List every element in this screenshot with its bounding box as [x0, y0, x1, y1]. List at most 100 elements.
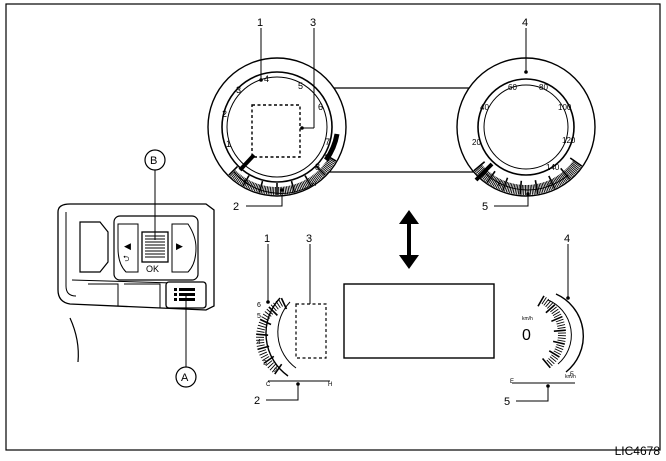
gauge-tick [556, 344, 565, 348]
gauge-tick [569, 164, 578, 172]
gauge-tick [232, 172, 239, 179]
gauge-tick [263, 355, 275, 364]
gauge-tick [558, 174, 565, 184]
small-tach-5: 5 [257, 313, 261, 320]
gauge-tick [473, 161, 486, 172]
gauge-tick [483, 172, 491, 181]
gauge-tick [546, 359, 553, 367]
gauge-tick [537, 295, 545, 307]
gauge-tick [551, 308, 559, 315]
gauge-tick [548, 180, 554, 190]
gauge-tick [265, 360, 273, 367]
gauge-tick [543, 298, 550, 306]
gauge-tick [567, 166, 576, 175]
speed-number-40: 40 [480, 103, 489, 112]
gauge-tick [256, 341, 265, 344]
callout-B: B [150, 155, 157, 167]
gauge-tick [545, 181, 551, 191]
gauge-tick [242, 175, 250, 187]
callout-1-top: 1 [257, 17, 263, 29]
gauge-tick [256, 344, 265, 347]
speed-number-140: 140 [546, 163, 560, 172]
gauge-tick [258, 321, 267, 326]
gauge-tick [557, 326, 566, 330]
gauge-tick [557, 337, 566, 340]
gauge-tick [543, 182, 547, 192]
small-tach-4: 4 [257, 339, 261, 346]
gauge-tick [300, 181, 306, 190]
small-tach-2: 2 [274, 368, 278, 374]
gauge-tick [253, 183, 258, 192]
gauge-tick [257, 327, 266, 331]
gauge-tick [267, 186, 270, 195]
gauge-tick [295, 183, 299, 192]
gauge-tick [262, 313, 271, 319]
gauge-tick [278, 299, 283, 307]
gauge-tick [548, 350, 560, 358]
speedometer: 20 40 60 80 100 120 140 E F [456, 57, 596, 197]
gauge-tick [309, 177, 315, 185]
callout-2-bottom: 2 [254, 395, 260, 407]
gauge-tick [485, 173, 492, 182]
switch-ok-label: OK [146, 264, 159, 274]
gauge-tick [303, 180, 309, 188]
callout-4-top: 4 [522, 17, 528, 29]
gauge-tick [492, 177, 499, 187]
small-tach-3: 3 [263, 360, 267, 367]
gauge-tick [264, 311, 272, 317]
speed-number-80: 80 [539, 83, 548, 92]
gauge-tick [477, 167, 485, 175]
gauge-tick [316, 166, 326, 176]
gauge-tick [304, 175, 312, 187]
gauge-tick [545, 304, 556, 314]
gauge-tick [553, 313, 562, 319]
gauge-tick [314, 173, 321, 181]
callout-3-top: 3 [310, 17, 316, 29]
gauge-tick [257, 345, 270, 351]
gauge-tick [482, 171, 490, 180]
list-icon [174, 288, 195, 301]
gauge-tick [552, 340, 565, 345]
gauge-tick [565, 169, 573, 178]
gauge-tick [566, 168, 574, 176]
gauge-tick [269, 364, 276, 371]
top-meter-cluster: 1 2 3 4 5 6 7 8 C H 20 40 60 80 100 120 … [207, 28, 596, 207]
gauge-tick [290, 185, 294, 194]
gauge-tick [489, 175, 496, 185]
tach-number-5: 5 [298, 81, 303, 91]
gauge-tick [257, 324, 266, 328]
gauge-tick [500, 180, 506, 191]
figure-border [5, 3, 661, 451]
gauge-tick [326, 160, 334, 166]
gauge-tick [549, 356, 557, 363]
callout-1-bottom: 1 [264, 233, 270, 245]
gauge-tick [268, 306, 278, 316]
gauge-tick [325, 161, 333, 168]
gauge-tick [258, 180, 264, 193]
gauge-tick [269, 186, 272, 195]
gauge-tick [310, 176, 316, 184]
gauge-tick [499, 180, 504, 190]
speed-number-100: 100 [558, 103, 572, 112]
small-info-area [295, 303, 327, 359]
tach-number-7: 7 [325, 137, 330, 147]
callout-5-bottom: 5 [504, 396, 510, 408]
gauge-tick [501, 177, 509, 192]
callout-4-bottom: 4 [564, 233, 570, 245]
gauge-tick [545, 300, 552, 308]
gauge-tick [571, 162, 580, 170]
gauge-tick [315, 172, 322, 179]
tach-number-2: 2 [222, 109, 227, 119]
tach-number-6: 6 [318, 102, 323, 112]
gauge-tick [255, 183, 259, 192]
small-speed-unit-top: km/h [522, 316, 533, 322]
switch-right-arrow: ▶ [176, 241, 183, 251]
gauge-tick [271, 365, 278, 373]
small-speed-unit-right: km/h [565, 374, 576, 380]
gauge-tick [256, 330, 265, 333]
gauge-tick [495, 178, 501, 189]
gauge-tick [541, 357, 551, 369]
gauge-tick [324, 163, 332, 169]
gauge-letter-full: F [548, 184, 552, 190]
gauge-tick [266, 308, 274, 315]
